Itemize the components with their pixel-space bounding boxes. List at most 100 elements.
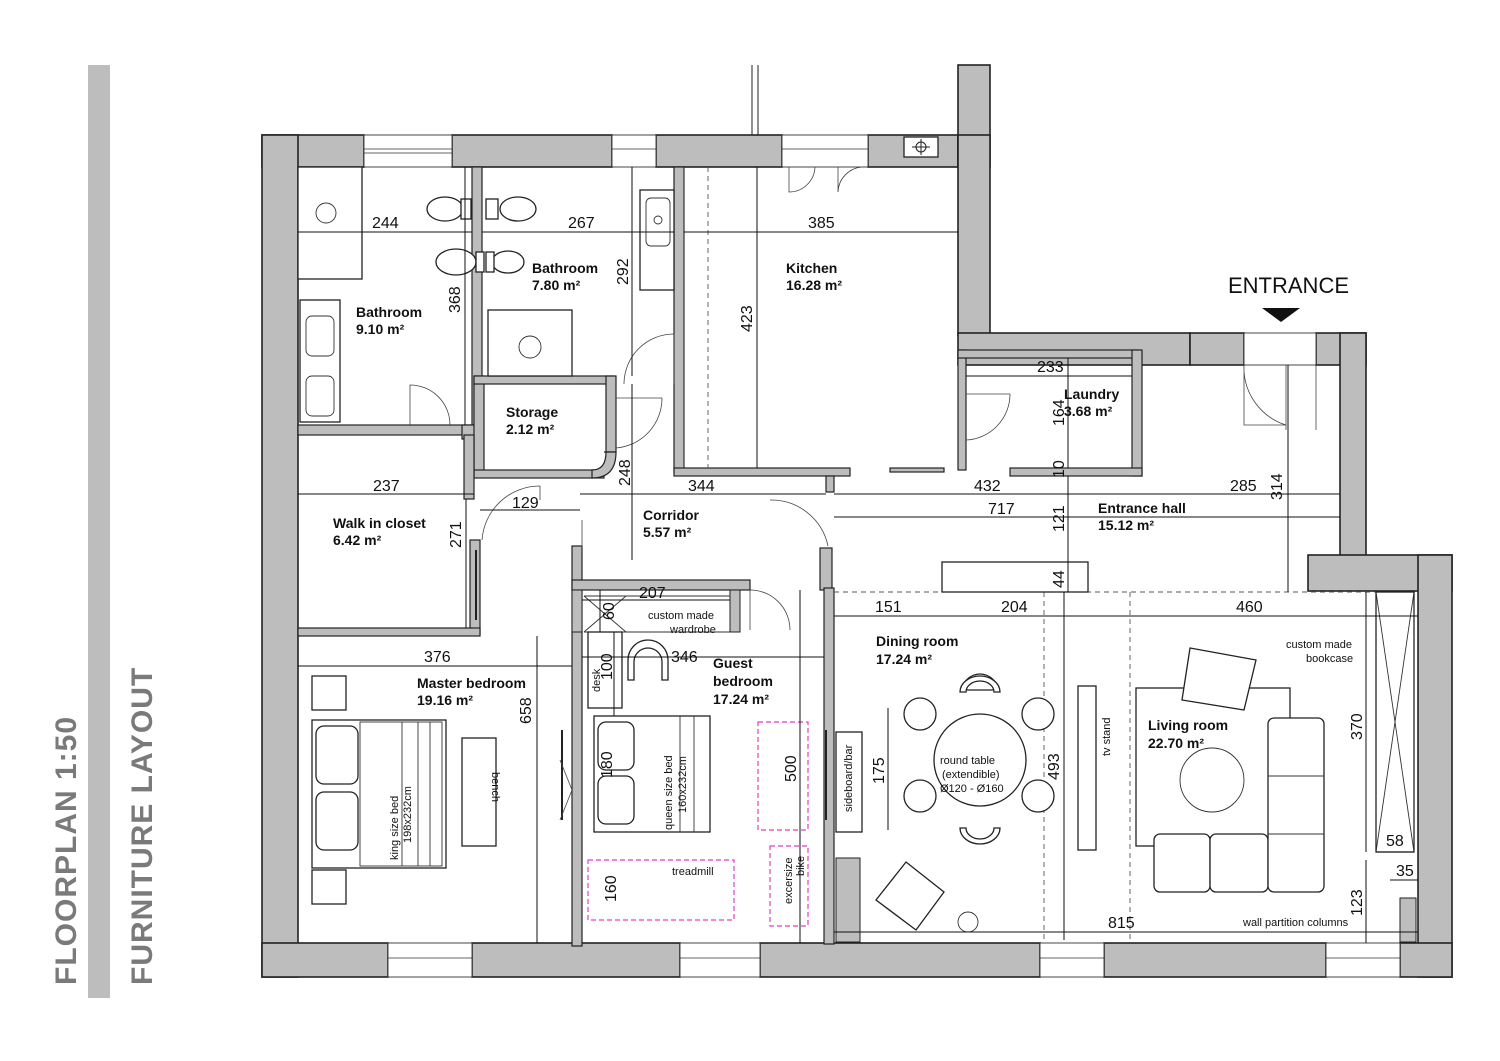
dimension-label: 292 (615, 258, 632, 285)
furniture-label: tv stand (1101, 717, 1113, 756)
furniture-labels: custom made wardrobe desk bench king siz… (389, 610, 1353, 929)
room-area: 16.28 m² (786, 277, 842, 293)
room-area: 19.16 m² (417, 692, 473, 708)
dimension-label: 129 (512, 495, 539, 512)
dimension-label: 248 (617, 459, 634, 486)
dimension-label: 314 (1269, 473, 1286, 500)
furniture-label: bench (489, 772, 501, 802)
drawing-subtitle: FURNITURE LAYOUT (126, 667, 159, 985)
furniture-label: treadmill (672, 866, 714, 878)
room-area: 6.42 m² (333, 532, 382, 548)
interior-walls (297, 166, 1143, 947)
furniture-label: 198x232cm (402, 786, 414, 843)
room-name: Corridor (643, 507, 700, 523)
living-dining-furniture (834, 561, 1418, 943)
room-name: bedroom (713, 673, 773, 689)
dimension-label: 164 (1051, 399, 1068, 426)
dimension-labels: 244 267 385 368 292 423 233 164 10 248 2… (372, 215, 1414, 932)
drawing-title: FLOORPLAN 1:50 (50, 716, 83, 985)
furniture-label: round table (940, 755, 995, 767)
entrance-label: ENTRANCE (1228, 273, 1349, 298)
dimension-label: 432 (974, 478, 1001, 495)
dimension-label: 60 (601, 602, 618, 620)
room-name: Dining room (876, 633, 958, 649)
dimension-label: 423 (739, 305, 756, 332)
furniture-label: (extendible) (942, 769, 999, 781)
dimension-label: 267 (568, 215, 595, 232)
dimension-label: 160 (603, 875, 620, 902)
room-area: 5.57 m² (643, 524, 692, 540)
furniture-label: custom made (1286, 639, 1352, 651)
dimension-label: 376 (424, 649, 451, 666)
furniture-label: king size bed (389, 796, 401, 860)
dimension-label: 10 (1051, 460, 1068, 478)
kitchen-fixtures (683, 167, 709, 468)
dimension-label: 44 (1051, 570, 1068, 588)
furniture-label: queen size bed (663, 755, 675, 830)
dimension-label: 271 (448, 521, 465, 548)
dimension-label: 100 (599, 653, 616, 680)
dimension-label: 500 (783, 755, 800, 782)
room-area: 22.70 m² (1148, 735, 1204, 751)
dimension-label: 35 (1396, 863, 1414, 880)
room-area: 3.68 m² (1064, 403, 1113, 419)
dimension-label: 344 (688, 478, 715, 495)
windows (363, 134, 1401, 978)
furniture-label: bike (795, 856, 807, 876)
room-name: Laundry (1064, 386, 1119, 402)
guest-bedroom-furniture (571, 589, 809, 927)
furniture-label: sideboard/bar (843, 744, 855, 812)
furniture-label: 160x232cm (677, 756, 689, 813)
dimension-label: 460 (1236, 599, 1263, 616)
dimension-lines (298, 167, 1418, 943)
dimension-label: 123 (1349, 889, 1366, 916)
dimension-label: 385 (808, 215, 835, 232)
room-name: Bathroom (532, 260, 598, 276)
dimension-label: 285 (1230, 478, 1257, 495)
furniture-label: bookcase (1306, 653, 1353, 665)
master-bedroom-furniture (311, 675, 497, 905)
dimension-label: 151 (875, 599, 902, 616)
dimension-label: 370 (1349, 713, 1366, 740)
dimension-label: 244 (372, 215, 399, 232)
outer-walls (261, 64, 1453, 978)
dimension-label: 815 (1108, 915, 1135, 932)
dimension-label: 658 (518, 697, 535, 724)
furniture-label: excersize (783, 858, 795, 904)
dimension-label: 717 (988, 501, 1015, 518)
doors (409, 166, 1317, 821)
dimension-label: 368 (447, 286, 464, 313)
furniture-label: wall partition columns (1242, 917, 1349, 929)
room-name: Master bedroom (417, 675, 526, 691)
dimension-label: 175 (871, 757, 888, 784)
room-name: Entrance hall (1098, 500, 1186, 516)
room-name: Walk in closet (333, 515, 426, 531)
dimension-label: 493 (1046, 753, 1063, 780)
room-area: 15.12 m² (1098, 517, 1154, 533)
dimension-label: 207 (639, 585, 666, 602)
furniture-label: custom made (648, 610, 714, 622)
room-area: 7.80 m² (532, 277, 581, 293)
dimension-label: 204 (1001, 599, 1028, 616)
room-name: Storage (506, 404, 558, 420)
room-area: 2.12 m² (506, 421, 555, 437)
room-area: 9.10 m² (356, 321, 405, 337)
bathroom-fixtures (297, 166, 675, 423)
room-area: 17.24 m² (876, 651, 932, 667)
dimension-label: 346 (671, 649, 698, 666)
furniture-label: desk (591, 668, 603, 692)
dimension-label: 233 (1037, 359, 1064, 376)
furniture-label: Ø120 - Ø160 (940, 783, 1004, 795)
room-name: Bathroom (356, 304, 422, 320)
entrance-arrow-icon (1262, 308, 1300, 322)
furniture-label: wardrobe (669, 624, 716, 636)
dimension-label: 121 (1051, 505, 1068, 532)
title-bar (88, 65, 110, 998)
dimension-label: 237 (373, 478, 400, 495)
room-name: Guest (713, 655, 753, 671)
room-name: Living room (1148, 717, 1228, 733)
dimension-label: 58 (1386, 833, 1404, 850)
room-labels: Bathroom 9.10 m² Bathroom 7.80 m² Kitche… (333, 260, 1228, 751)
room-name: Kitchen (786, 260, 837, 276)
